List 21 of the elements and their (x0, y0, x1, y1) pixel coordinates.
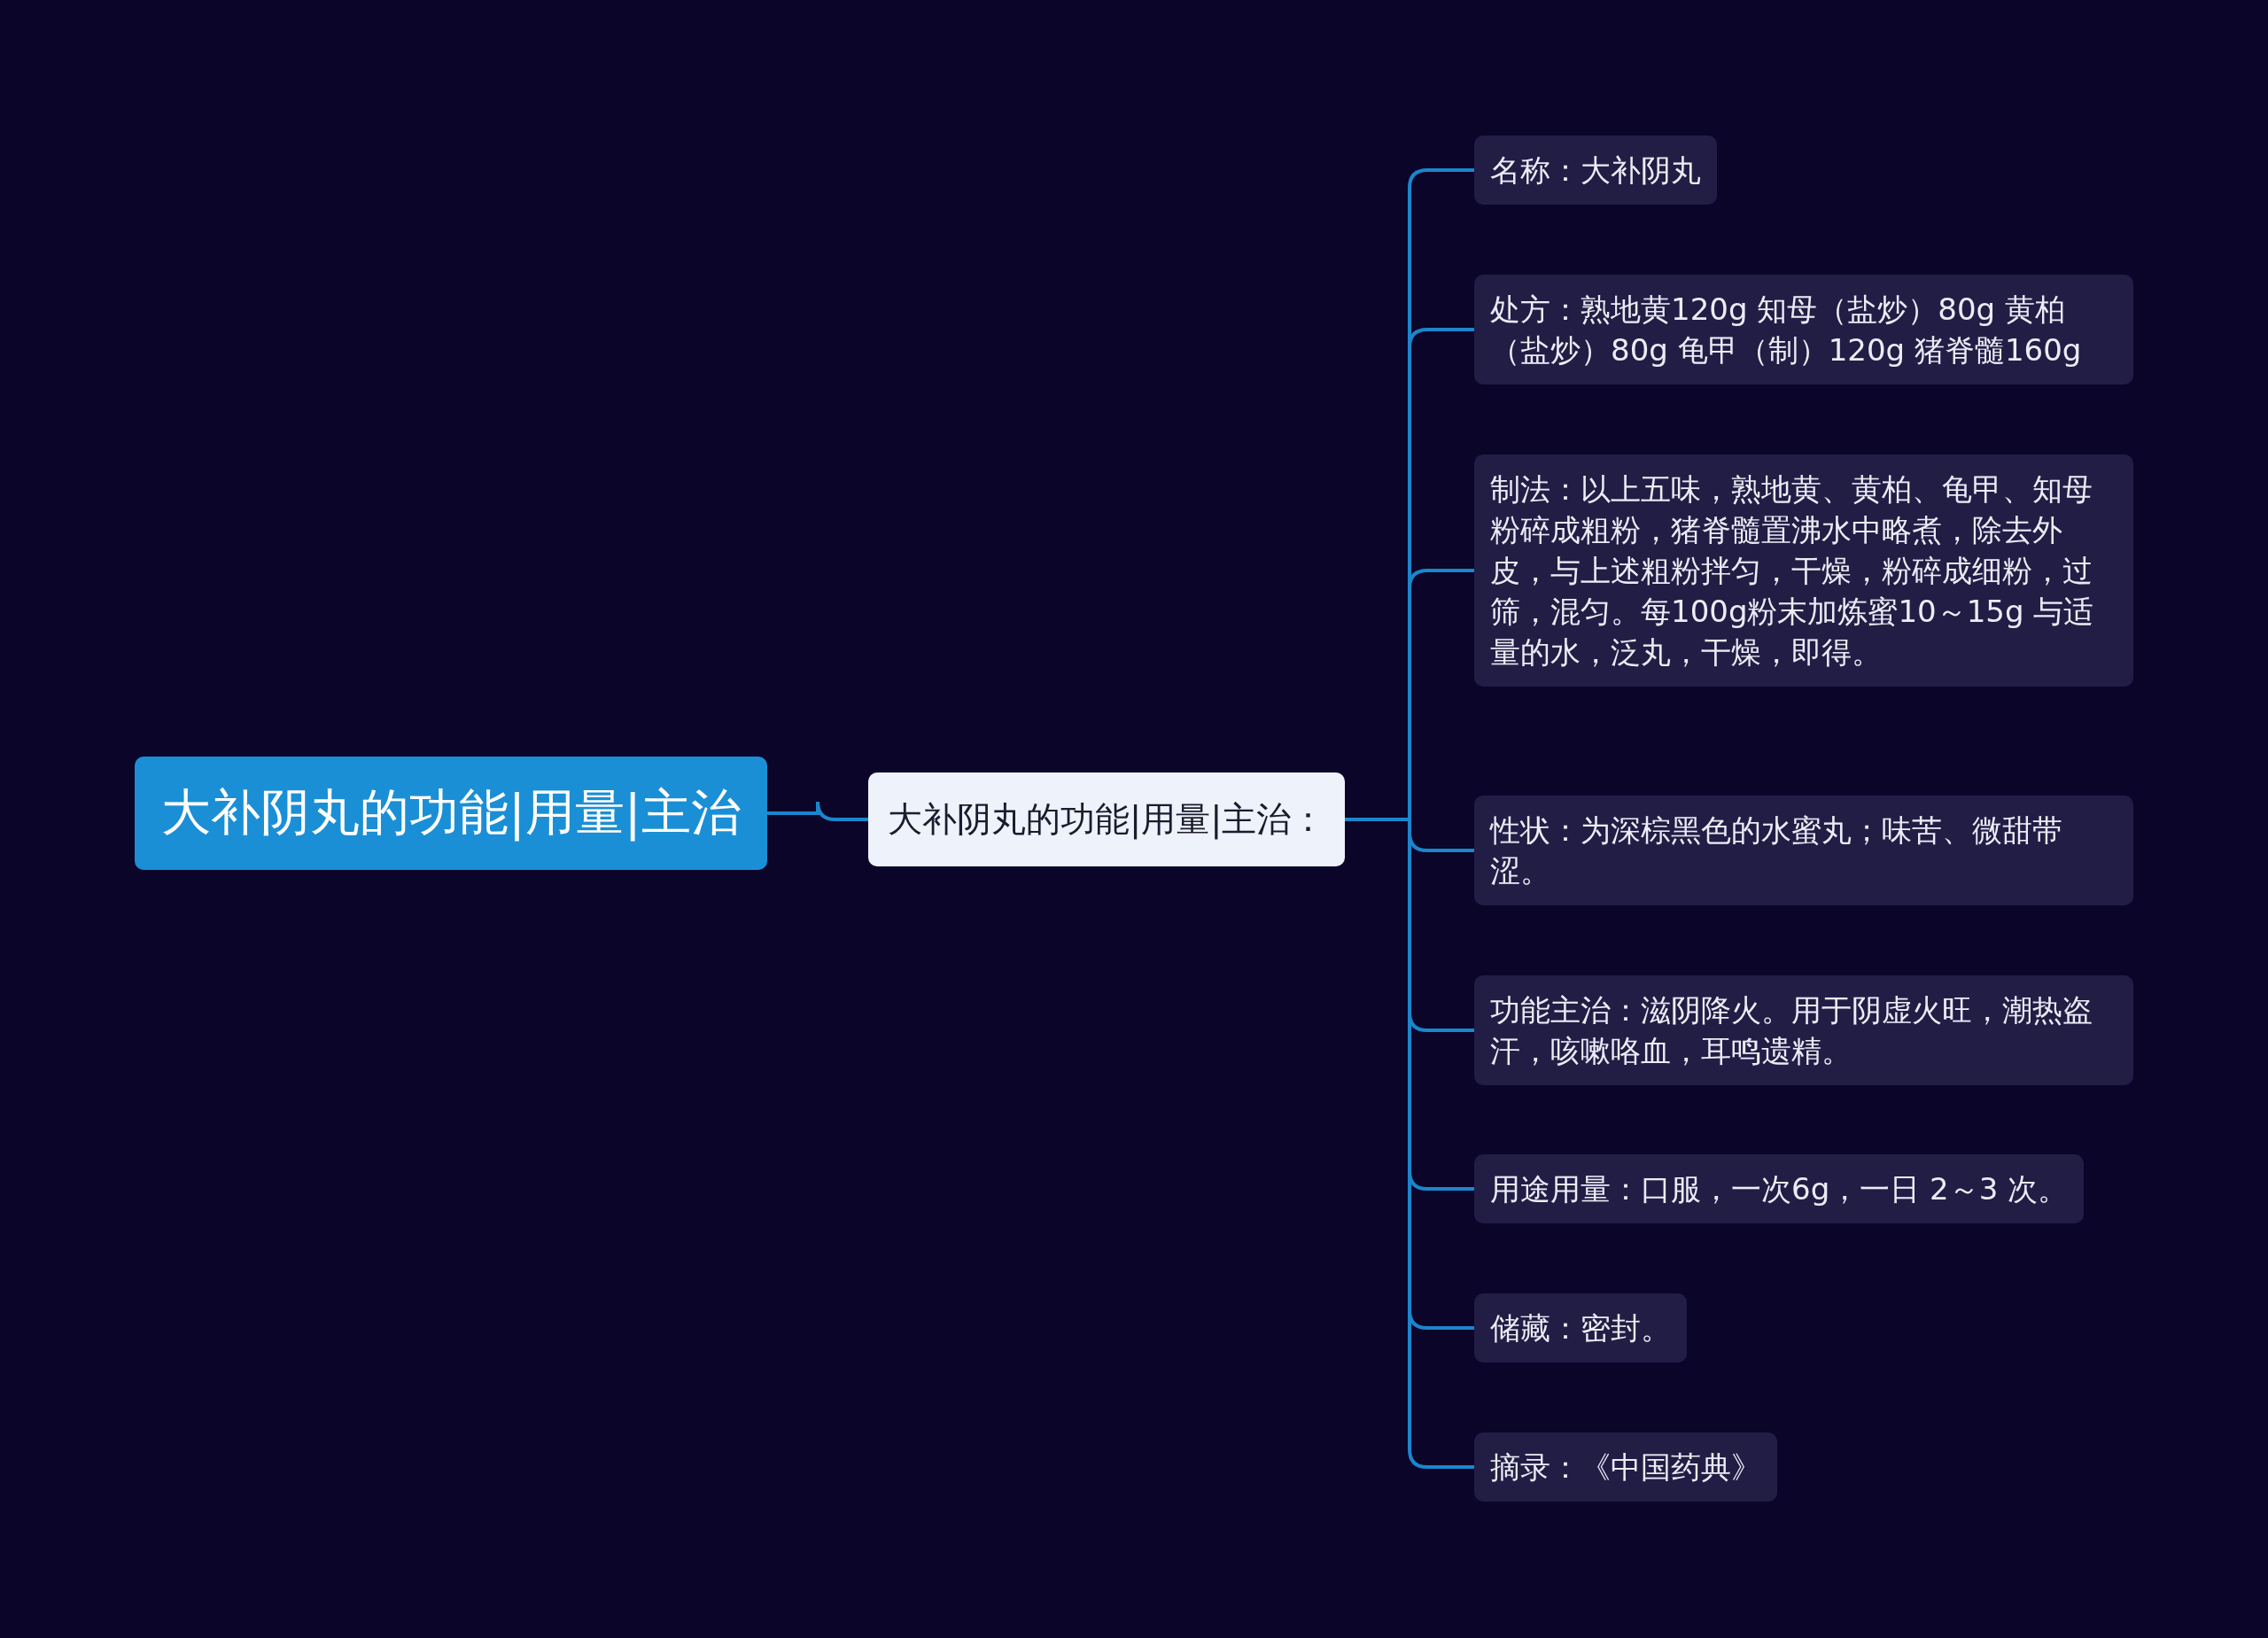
topic-text: 摘录：《中国药典》 (1490, 1448, 1761, 1487)
topic-text: 大补阴丸的功能|用量|主治： (888, 798, 1326, 842)
topic-text: 大补阴丸的功能|用量|主治 (161, 782, 741, 843)
leaf-topic-box (1474, 796, 2133, 905)
topic-text: 功能主治：滋阴降火。用于阴虚火旺，潮热盗汗，咳嗽咯血，耳鸣遗精。 (1490, 991, 2093, 1070)
topic-text: 处方：熟地黄120g 知母（盐炒）80g 黄柏（盐炒）80g 龟甲（制）120g 猪脊髓160g (1490, 291, 2083, 369)
branch-topic-box (868, 772, 1346, 866)
topic-text: 用途用量：口服，一次6g，一日 2～3 次。 (1490, 1170, 2069, 1208)
leaf-topic-box (1474, 454, 2133, 687)
leaf-topic-box (1474, 1432, 1777, 1502)
topic-text: 名称：大补阴丸 (1490, 151, 1701, 190)
topic-text: 性状：为深棕黑色的水蜜丸；味苦、微甜带涩。 (1490, 811, 2063, 890)
leaf-topic-box (1474, 975, 2133, 1085)
connector-line (767, 800, 868, 821)
root-topic-box (135, 757, 767, 870)
topic-text: 制法：以上五味，熟地黄、黄柏、龟甲、知母粉碎成粗粉，猪脊髓置沸水中略煮，除去外皮，与上述粗粉拌匀，干燥，粉碎成细粉，过筛，混匀。每100g粉末加炼蜜10～15g 与适量的水，泛丸，干燥，即得。 (1490, 470, 2095, 672)
leaf-topic-box (1474, 1293, 1687, 1362)
leaf-topic-box (1474, 136, 1717, 205)
topic-text: 储藏：密封。 (1490, 1309, 1671, 1347)
leaf-topic-box (1474, 275, 2133, 384)
leaf-topic-box (1474, 1154, 2085, 1223)
